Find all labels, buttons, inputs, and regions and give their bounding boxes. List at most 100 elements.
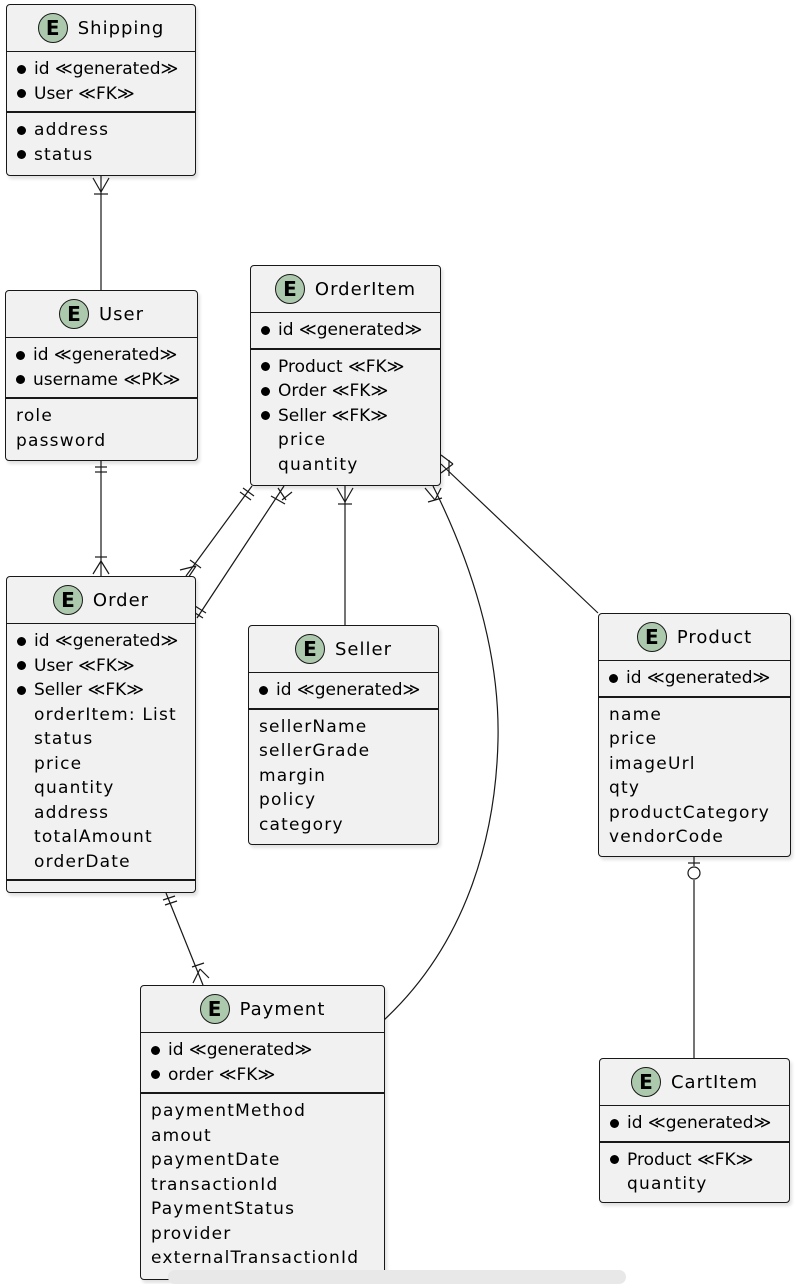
key-section: id ≪generated≫: [599, 661, 790, 696]
field-row: category: [259, 813, 438, 838]
field-row: productCategory: [609, 801, 790, 826]
field-row: price: [17, 752, 195, 777]
field-row: PaymentStatus: [151, 1197, 384, 1222]
field-text: orderDate: [34, 851, 131, 872]
field-text: price: [278, 430, 327, 450]
attribute-section: sellerName sellerGrade margin policy cat…: [249, 707, 438, 843]
field-row: externalTransactionId: [151, 1246, 384, 1271]
link-product-cartitem: [687, 857, 701, 1058]
field-row: id ≪generated≫: [17, 629, 195, 654]
field-text: PaymentStatus: [151, 1199, 296, 1219]
field-row: provider: [151, 1222, 384, 1247]
key-section: id ≪generated≫ username ≪PK≫: [6, 338, 197, 397]
field-text: vendorCode: [609, 827, 724, 847]
attribute-section: Product ≪FK≫ Order ≪FK≫ Seller ≪FK≫ pric…: [251, 347, 440, 483]
mandatory-bullet-icon: [17, 661, 26, 671]
field-text: provider: [151, 1223, 232, 1244]
mandatory-bullet-icon: [17, 64, 26, 74]
entity-header: E Seller: [249, 626, 438, 673]
link-orderitem-seller: [336, 486, 354, 625]
field-text: policy: [259, 790, 317, 810]
mandatory-bullet-icon: [261, 386, 270, 396]
field-row: password: [16, 429, 197, 454]
field-text: id ≪generated≫: [626, 668, 771, 688]
field-text: margin: [259, 765, 327, 786]
field-row: id ≪generated≫: [259, 678, 438, 703]
mandatory-bullet-icon: [16, 350, 25, 360]
attribute-section: role password: [6, 397, 197, 458]
mandatory-bullet-icon: [261, 362, 270, 372]
field-text: price: [34, 753, 83, 774]
entity-icon: E: [630, 1067, 661, 1097]
link-shipping-user: [92, 176, 110, 290]
link-order-payment: [162, 892, 210, 986]
field-text: id ≪generated≫: [276, 680, 421, 700]
field-row: orderDate: [17, 850, 195, 875]
field-text: User ≪FK≫: [34, 655, 135, 676]
key-section: id ≪generated≫ User ≪FK≫ Seller ≪FK≫ ord…: [7, 624, 195, 879]
field-row: paymentDate: [151, 1148, 384, 1173]
field-text: Seller ≪FK≫: [278, 405, 389, 426]
mandatory-bullet-icon: [17, 150, 26, 160]
field-text: amout: [151, 1125, 212, 1146]
horizontal-scrollbar[interactable]: [168, 1270, 626, 1284]
field-text: id ≪generated≫: [34, 59, 179, 79]
attribute-section: paymentMethod amout paymentDate transact…: [141, 1092, 384, 1276]
entity-header: E CartItem: [600, 1059, 789, 1106]
entity-title: CartItem: [670, 1071, 759, 1093]
field-row: sellerGrade: [259, 739, 438, 764]
field-row: margin: [259, 764, 438, 789]
field-text: paymentDate: [151, 1150, 281, 1170]
field-row: orderItem: List: [17, 703, 195, 728]
field-text: id ≪generated≫: [627, 1113, 772, 1133]
field-row: quantity: [261, 453, 440, 478]
link-orderitem-payment: [383, 485, 499, 1021]
entity-product: E Product id ≪generated≫ name price imag…: [598, 613, 791, 857]
field-row: quantity: [17, 776, 195, 801]
entity-user: E User id ≪generated≫ username ≪PK≫ role…: [5, 290, 198, 461]
field-text: Order ≪FK≫: [278, 381, 389, 401]
link-orderitem-order-b: [191, 485, 293, 619]
mandatory-bullet-icon: [16, 375, 25, 385]
attribute-section: [7, 879, 195, 889]
entity-title: User: [98, 303, 145, 325]
field-text: User ≪FK≫: [34, 83, 135, 104]
field-row: Product ≪FK≫: [610, 1148, 789, 1173]
entity-icon: E: [52, 585, 83, 615]
entity-title: Product: [676, 626, 753, 648]
field-row: id ≪generated≫: [17, 57, 195, 82]
field-text: quantity: [627, 1174, 708, 1194]
field-text: order ≪FK≫: [168, 1064, 276, 1085]
field-text: id ≪generated≫: [278, 320, 423, 340]
mandatory-bullet-icon: [151, 1070, 160, 1080]
entity-header: E Payment: [141, 986, 384, 1033]
field-text: price: [609, 729, 658, 749]
field-text: qty: [609, 778, 641, 798]
link-user-order: [92, 461, 110, 576]
field-text: Product ≪FK≫: [278, 356, 405, 377]
field-row: User ≪FK≫: [17, 82, 195, 107]
field-text: externalTransactionId: [151, 1248, 360, 1268]
mandatory-bullet-icon: [151, 1045, 160, 1055]
entity-orderitem: E OrderItem id ≪generated≫ Product ≪FK≫ …: [250, 265, 441, 486]
key-section: id ≪generated≫ order ≪FK≫: [141, 1033, 384, 1092]
field-text: id ≪generated≫: [168, 1040, 313, 1060]
field-row: sellerName: [259, 715, 438, 740]
field-text: role: [16, 406, 53, 426]
mandatory-bullet-icon: [261, 325, 270, 335]
field-text: sellerGrade: [259, 741, 371, 761]
entity-title: Shipping: [77, 17, 165, 39]
entity-header: E Shipping: [7, 5, 195, 52]
field-row: imageUrl: [609, 752, 790, 777]
field-row: policy: [259, 788, 438, 813]
field-row: status: [17, 143, 195, 168]
field-text: status: [34, 144, 94, 165]
field-row: id ≪generated≫: [151, 1038, 384, 1063]
field-row: Product ≪FK≫: [261, 355, 440, 380]
mandatory-bullet-icon: [609, 673, 618, 683]
field-row: Seller ≪FK≫: [17, 678, 195, 703]
field-text: category: [259, 814, 344, 835]
field-row: address: [17, 801, 195, 826]
field-row: order ≪FK≫: [151, 1063, 384, 1088]
field-row: address: [17, 118, 195, 143]
